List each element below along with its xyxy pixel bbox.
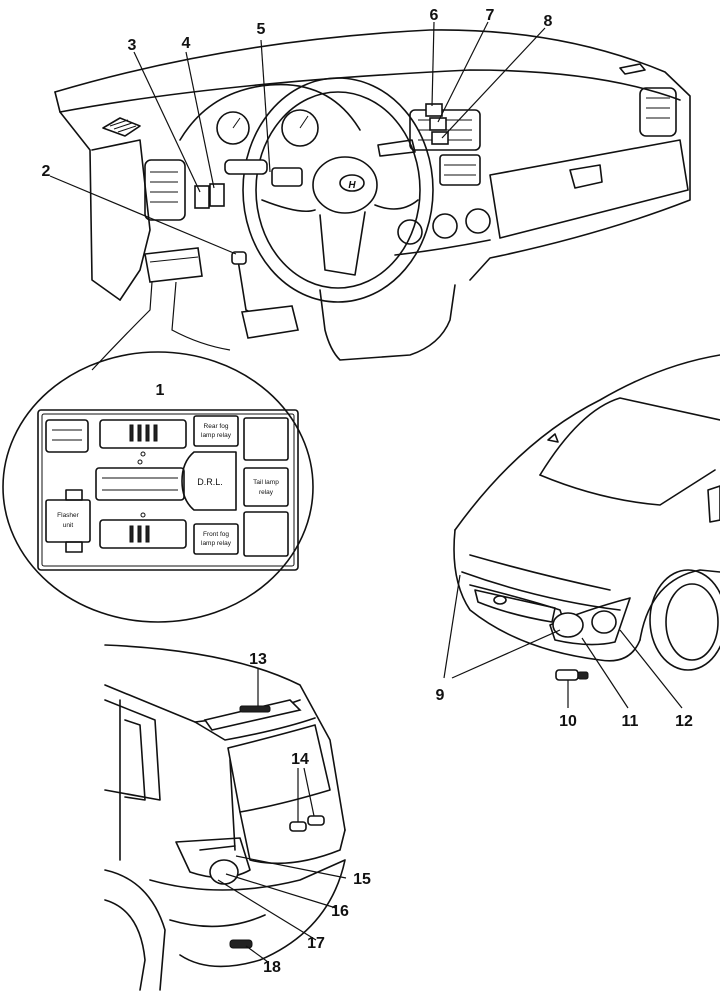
flasher-unit-line2: unit — [63, 522, 74, 529]
rear-fog-relay-line2: lamp relay — [201, 432, 232, 439]
tail-lamp-relay-line2: relay — [259, 489, 274, 496]
drl-label: D.R.L. — [197, 477, 223, 487]
junction-box-detail: Rear fog lamp relay D.R.L. Front fog lam… — [2, 351, 314, 623]
rear-leader-lines — [217, 668, 347, 963]
dashboard-illustration: H — [54, 29, 691, 361]
callout-11: 11 — [622, 713, 639, 730]
tail-lamp-relay-line1: Tail lamp — [253, 479, 279, 486]
callout-7: 7 — [486, 7, 495, 24]
callout-5: 5 — [257, 21, 266, 38]
front-fog-relay-line2: lamp relay — [201, 540, 232, 547]
brand-emblem: H — [348, 180, 356, 191]
callout-9: 9 — [436, 687, 445, 704]
callout-4: 4 — [182, 35, 191, 52]
callout-1: 1 — [156, 382, 165, 399]
front-fog-relay-line1: Front fog — [203, 531, 229, 538]
callout-16: 16 — [331, 903, 349, 920]
dashboard-leader-lines — [49, 21, 546, 371]
rear-car-illustration — [104, 644, 346, 991]
callout-numbers: 1 2 3 4 5 6 7 8 9 10 11 12 13 14 15 16 1… — [42, 7, 693, 976]
rear-fog-relay-line1: Rear fog — [204, 423, 229, 430]
callout-18: 18 — [263, 959, 281, 976]
callout-17: 17 — [307, 935, 325, 952]
callout-13: 13 — [249, 651, 267, 668]
callout-14: 14 — [291, 751, 309, 768]
callout-15: 15 — [353, 871, 371, 888]
callout-12: 12 — [675, 713, 693, 730]
callout-3: 3 — [128, 37, 137, 54]
front-leader-lines — [443, 574, 683, 709]
flasher-unit-line1: Flasher — [57, 512, 80, 519]
callout-10: 10 — [559, 713, 577, 730]
front-car-illustration — [453, 354, 720, 681]
callout-6: 6 — [430, 7, 439, 24]
callout-2: 2 — [42, 163, 51, 180]
callout-8: 8 — [544, 13, 553, 30]
